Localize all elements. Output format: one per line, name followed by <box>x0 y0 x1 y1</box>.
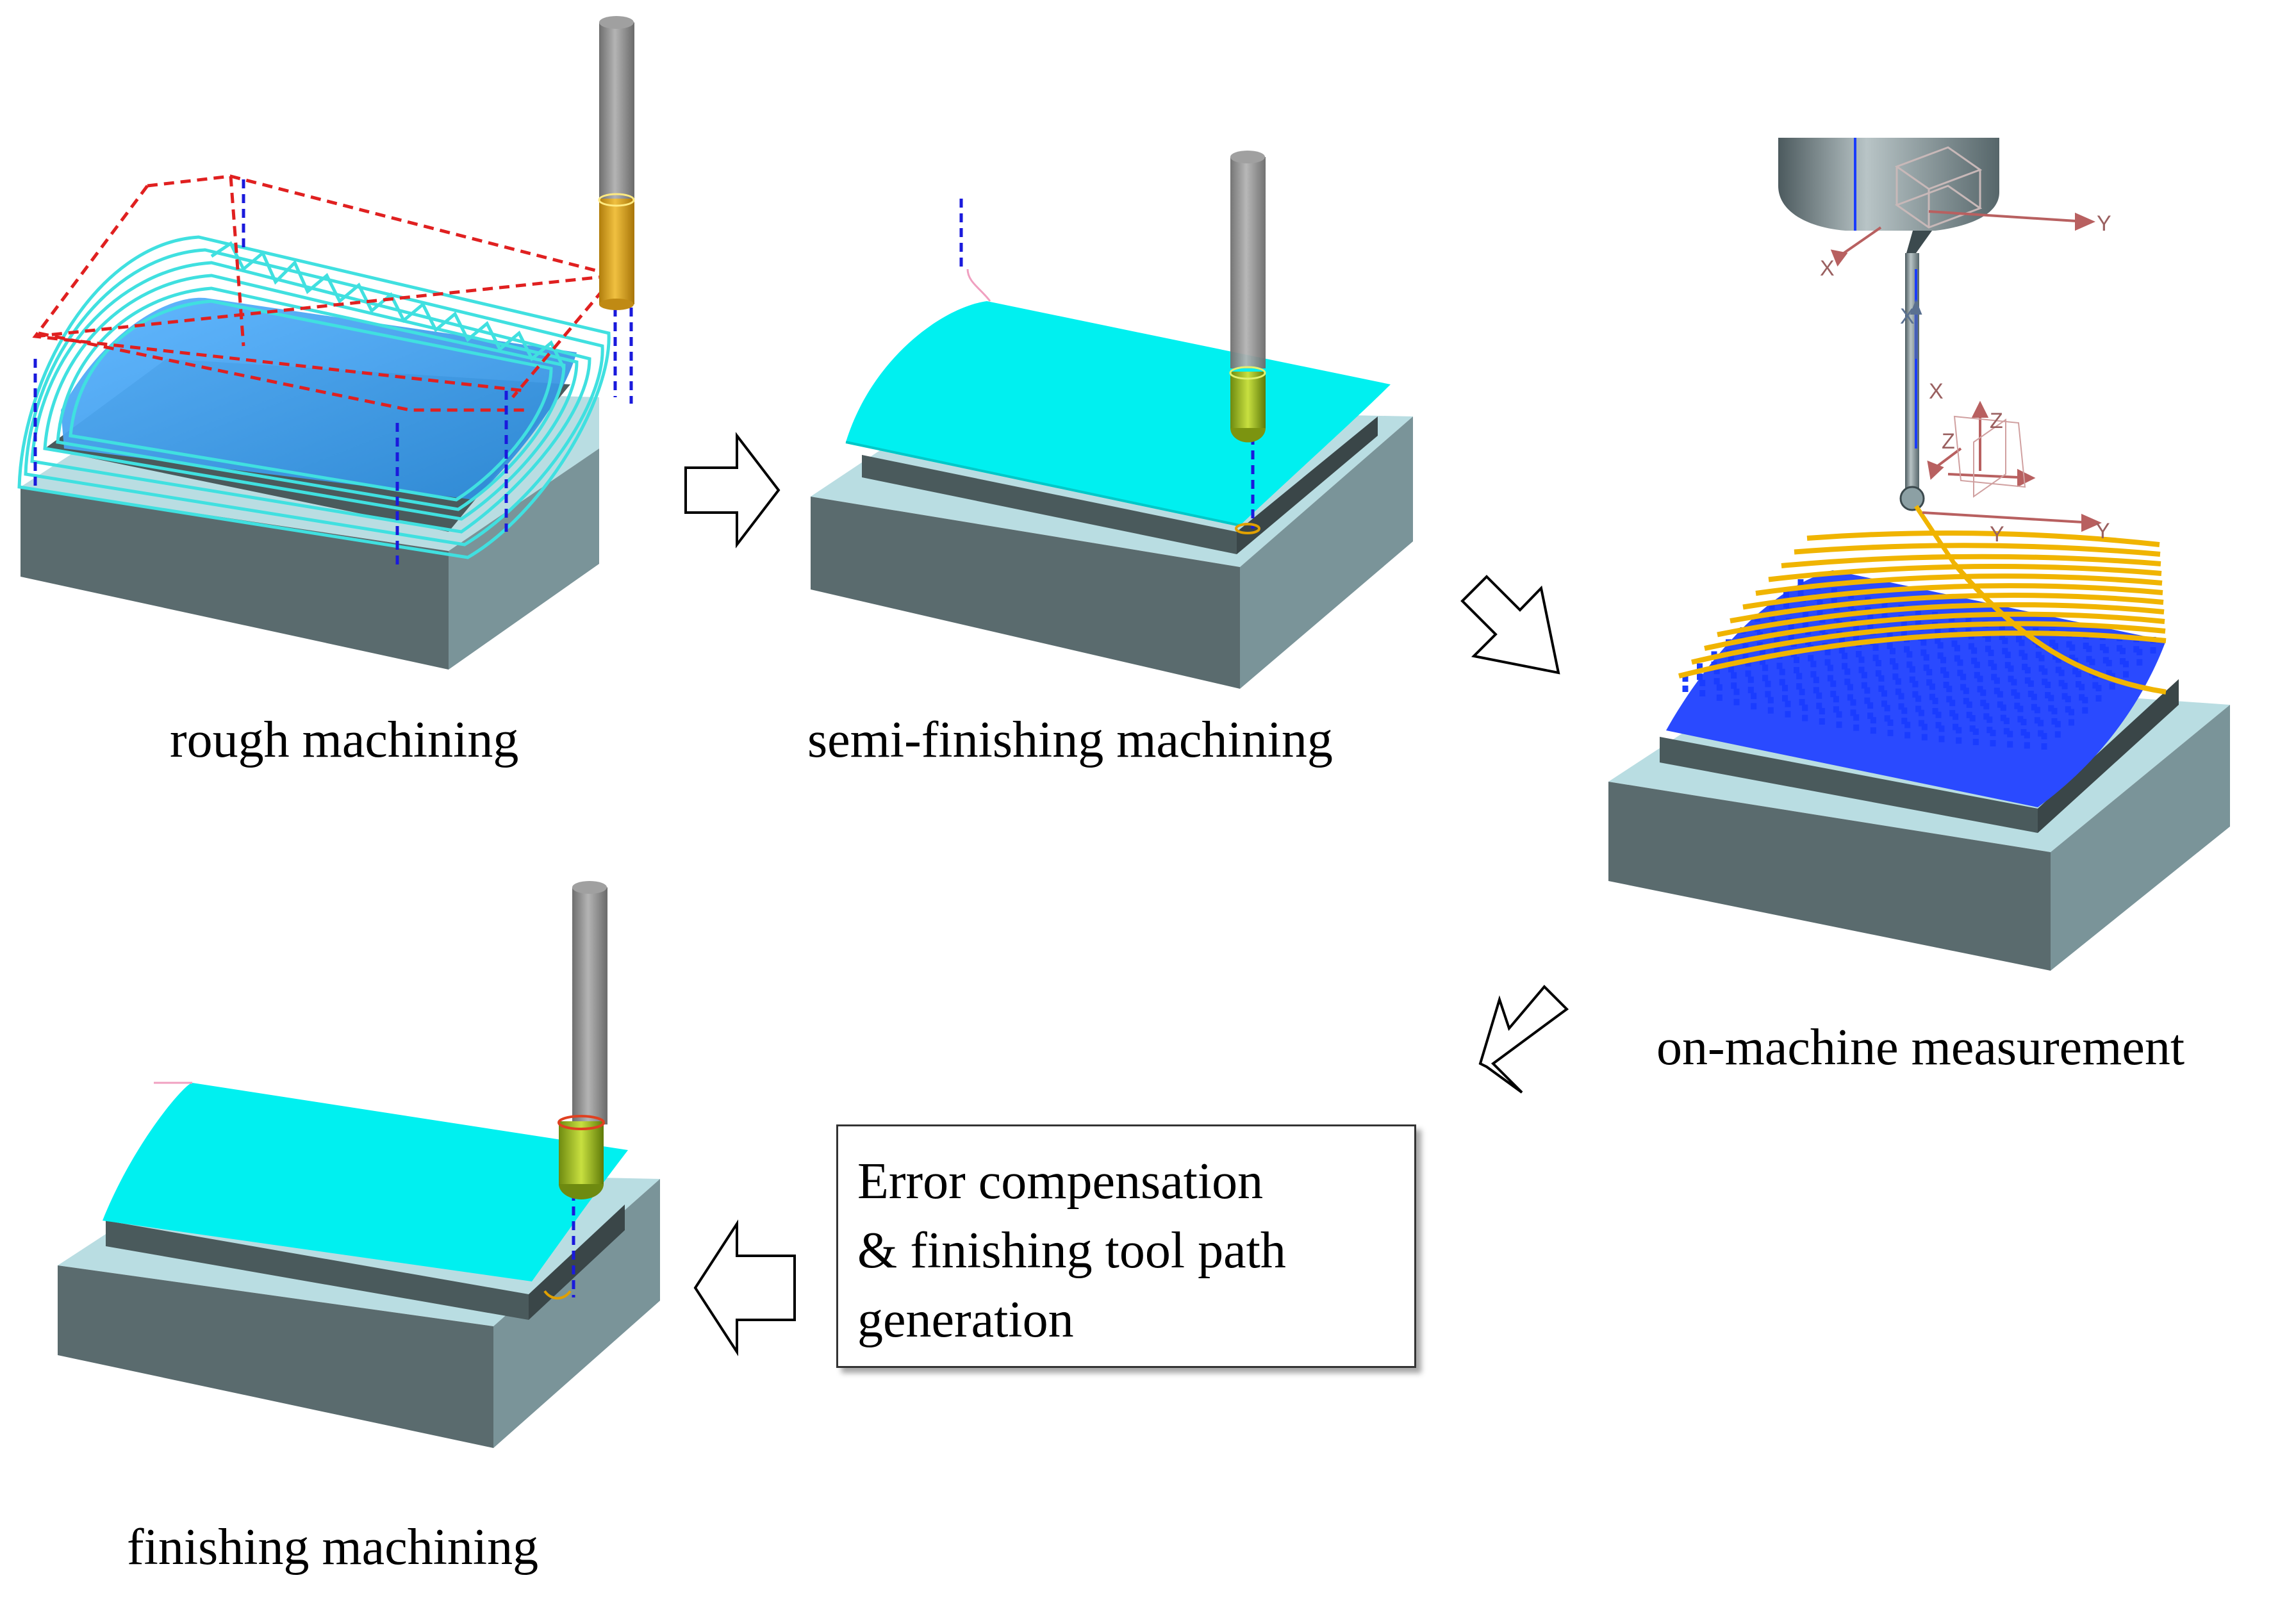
fin-block-side <box>493 1179 660 1448</box>
semi-finishing-illustration <box>811 151 1413 689</box>
error-compensation-box: Error compensation & finishing tool path… <box>836 1124 1416 1368</box>
semi-plate <box>862 455 1237 554</box>
probe-scan-path <box>1678 630 2167 679</box>
probe-scan-path <box>1755 573 2163 596</box>
axis-label-z-2: Z <box>1942 429 1955 454</box>
semi-block-front <box>811 497 1240 689</box>
omm-plate <box>1660 737 2038 833</box>
arrow-down-left <box>1478 985 1569 1094</box>
compensation-text-line-3: generation <box>857 1292 1074 1348</box>
probe-scan-path <box>1806 531 2160 547</box>
rough-end-mill-tool <box>598 16 635 310</box>
axis-label-y-2: Y <box>1990 522 2004 547</box>
step-label-on-machine-measurement: on-machine measurement <box>1656 1019 2185 1076</box>
arrow-down-right-1 <box>1460 575 1560 675</box>
fin-plate-side <box>529 1205 625 1320</box>
axis-label-x-1: X <box>1820 256 1835 281</box>
rough-machining-illustration <box>17 16 635 670</box>
probe-scan-path <box>1768 564 2162 582</box>
probe-scan-paths <box>1678 531 2167 695</box>
rough-block-front <box>21 487 449 670</box>
semi-end-mill-tool <box>1229 151 1266 534</box>
arrow-left <box>693 1219 796 1356</box>
compensation-text-line-1: Error compensation <box>857 1153 1264 1210</box>
probe-spindle-head <box>1778 138 2102 565</box>
axis-label-z-1: Z <box>1990 409 2003 433</box>
probe-scan-path <box>1730 593 2164 623</box>
rough-rapid-moves <box>32 174 618 412</box>
probe-scan-path <box>1691 621 2166 665</box>
on-machine-measurement-illustration <box>1608 138 2230 971</box>
probe-scan-path <box>1952 562 2167 695</box>
probe-scan-path <box>1742 583 2163 610</box>
fin-block-front <box>58 1265 493 1448</box>
probe-scan-path <box>1704 611 2165 651</box>
step-label-semi-finishing: semi-finishing machining <box>807 712 1333 768</box>
omm-block-side <box>2051 705 2230 971</box>
rough-toolpath-contours <box>17 235 611 559</box>
rough-plunge-lines <box>33 179 633 570</box>
semi-lead-in <box>966 268 991 302</box>
rough-block-side <box>449 449 599 670</box>
probe-scan-path <box>1781 554 2161 568</box>
axis-labels: Y X X X Z Z Y Y <box>1820 211 2111 547</box>
fin-plate <box>106 1221 529 1320</box>
step-label-finishing-machining: finishing machining <box>127 1519 539 1576</box>
fin-surface <box>103 1083 628 1281</box>
rough-zigzag-path <box>210 241 566 370</box>
step-label-rough-machining: rough machining <box>170 712 519 768</box>
axis-label-y-1: Y <box>2097 211 2111 236</box>
semi-plunge-lines <box>959 199 1255 529</box>
omm-plate-side <box>2038 679 2179 833</box>
probe-scan-path <box>1794 543 2161 557</box>
semi-surface-edge <box>845 441 1241 527</box>
semi-block-side <box>1240 416 1413 689</box>
semi-plate-side <box>1237 416 1378 554</box>
axis-label-y-3: Y <box>2095 519 2110 543</box>
axis-label-x-3: X <box>1929 379 1944 404</box>
axis-label-x-2: X <box>1900 304 1915 329</box>
compensation-text-line-2: & finishing tool path <box>857 1222 1286 1279</box>
omm-block-front <box>1608 782 2051 971</box>
probe-scan-path <box>1717 602 2165 638</box>
arrow-right-1 <box>684 432 780 548</box>
fin-end-mill-tool <box>543 881 607 1300</box>
finishing-illustration <box>58 881 660 1448</box>
